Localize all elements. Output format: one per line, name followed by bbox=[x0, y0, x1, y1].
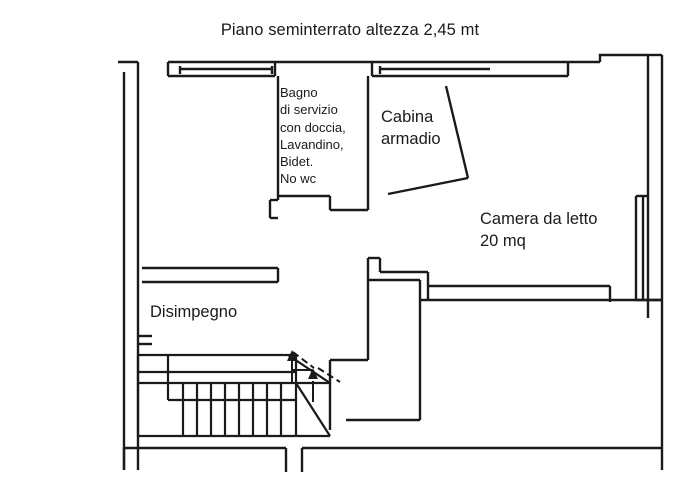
room-label-disimpegno: Disimpegno bbox=[150, 303, 238, 321]
stair-arrowhead-up bbox=[287, 350, 297, 361]
stair-break-dash-lower bbox=[317, 367, 341, 383]
page-title: Piano seminterrato altezza 2,45 mt bbox=[220, 21, 480, 39]
room-label-cabina-armadio: Cabina armadio bbox=[381, 108, 441, 149]
stair-break-dash-upper bbox=[292, 351, 315, 369]
room-label-bagno: Bagno di servizio con doccia, Lavandino,… bbox=[280, 85, 346, 187]
stair-break-diagonal-lower bbox=[295, 382, 331, 437]
wall-group-outer bbox=[118, 53, 664, 472]
room-label-camera-da-letto: Camera da letto 20 mq bbox=[480, 210, 598, 251]
stair-arrowhead-second bbox=[308, 368, 318, 379]
stair-arrowheads bbox=[287, 350, 318, 379]
staircase-group bbox=[136, 353, 331, 438]
cabina-diagonal-right bbox=[444, 85, 470, 179]
top-wall-right-notch bbox=[598, 53, 648, 62]
cabina-diagonal-bottom bbox=[387, 176, 469, 196]
